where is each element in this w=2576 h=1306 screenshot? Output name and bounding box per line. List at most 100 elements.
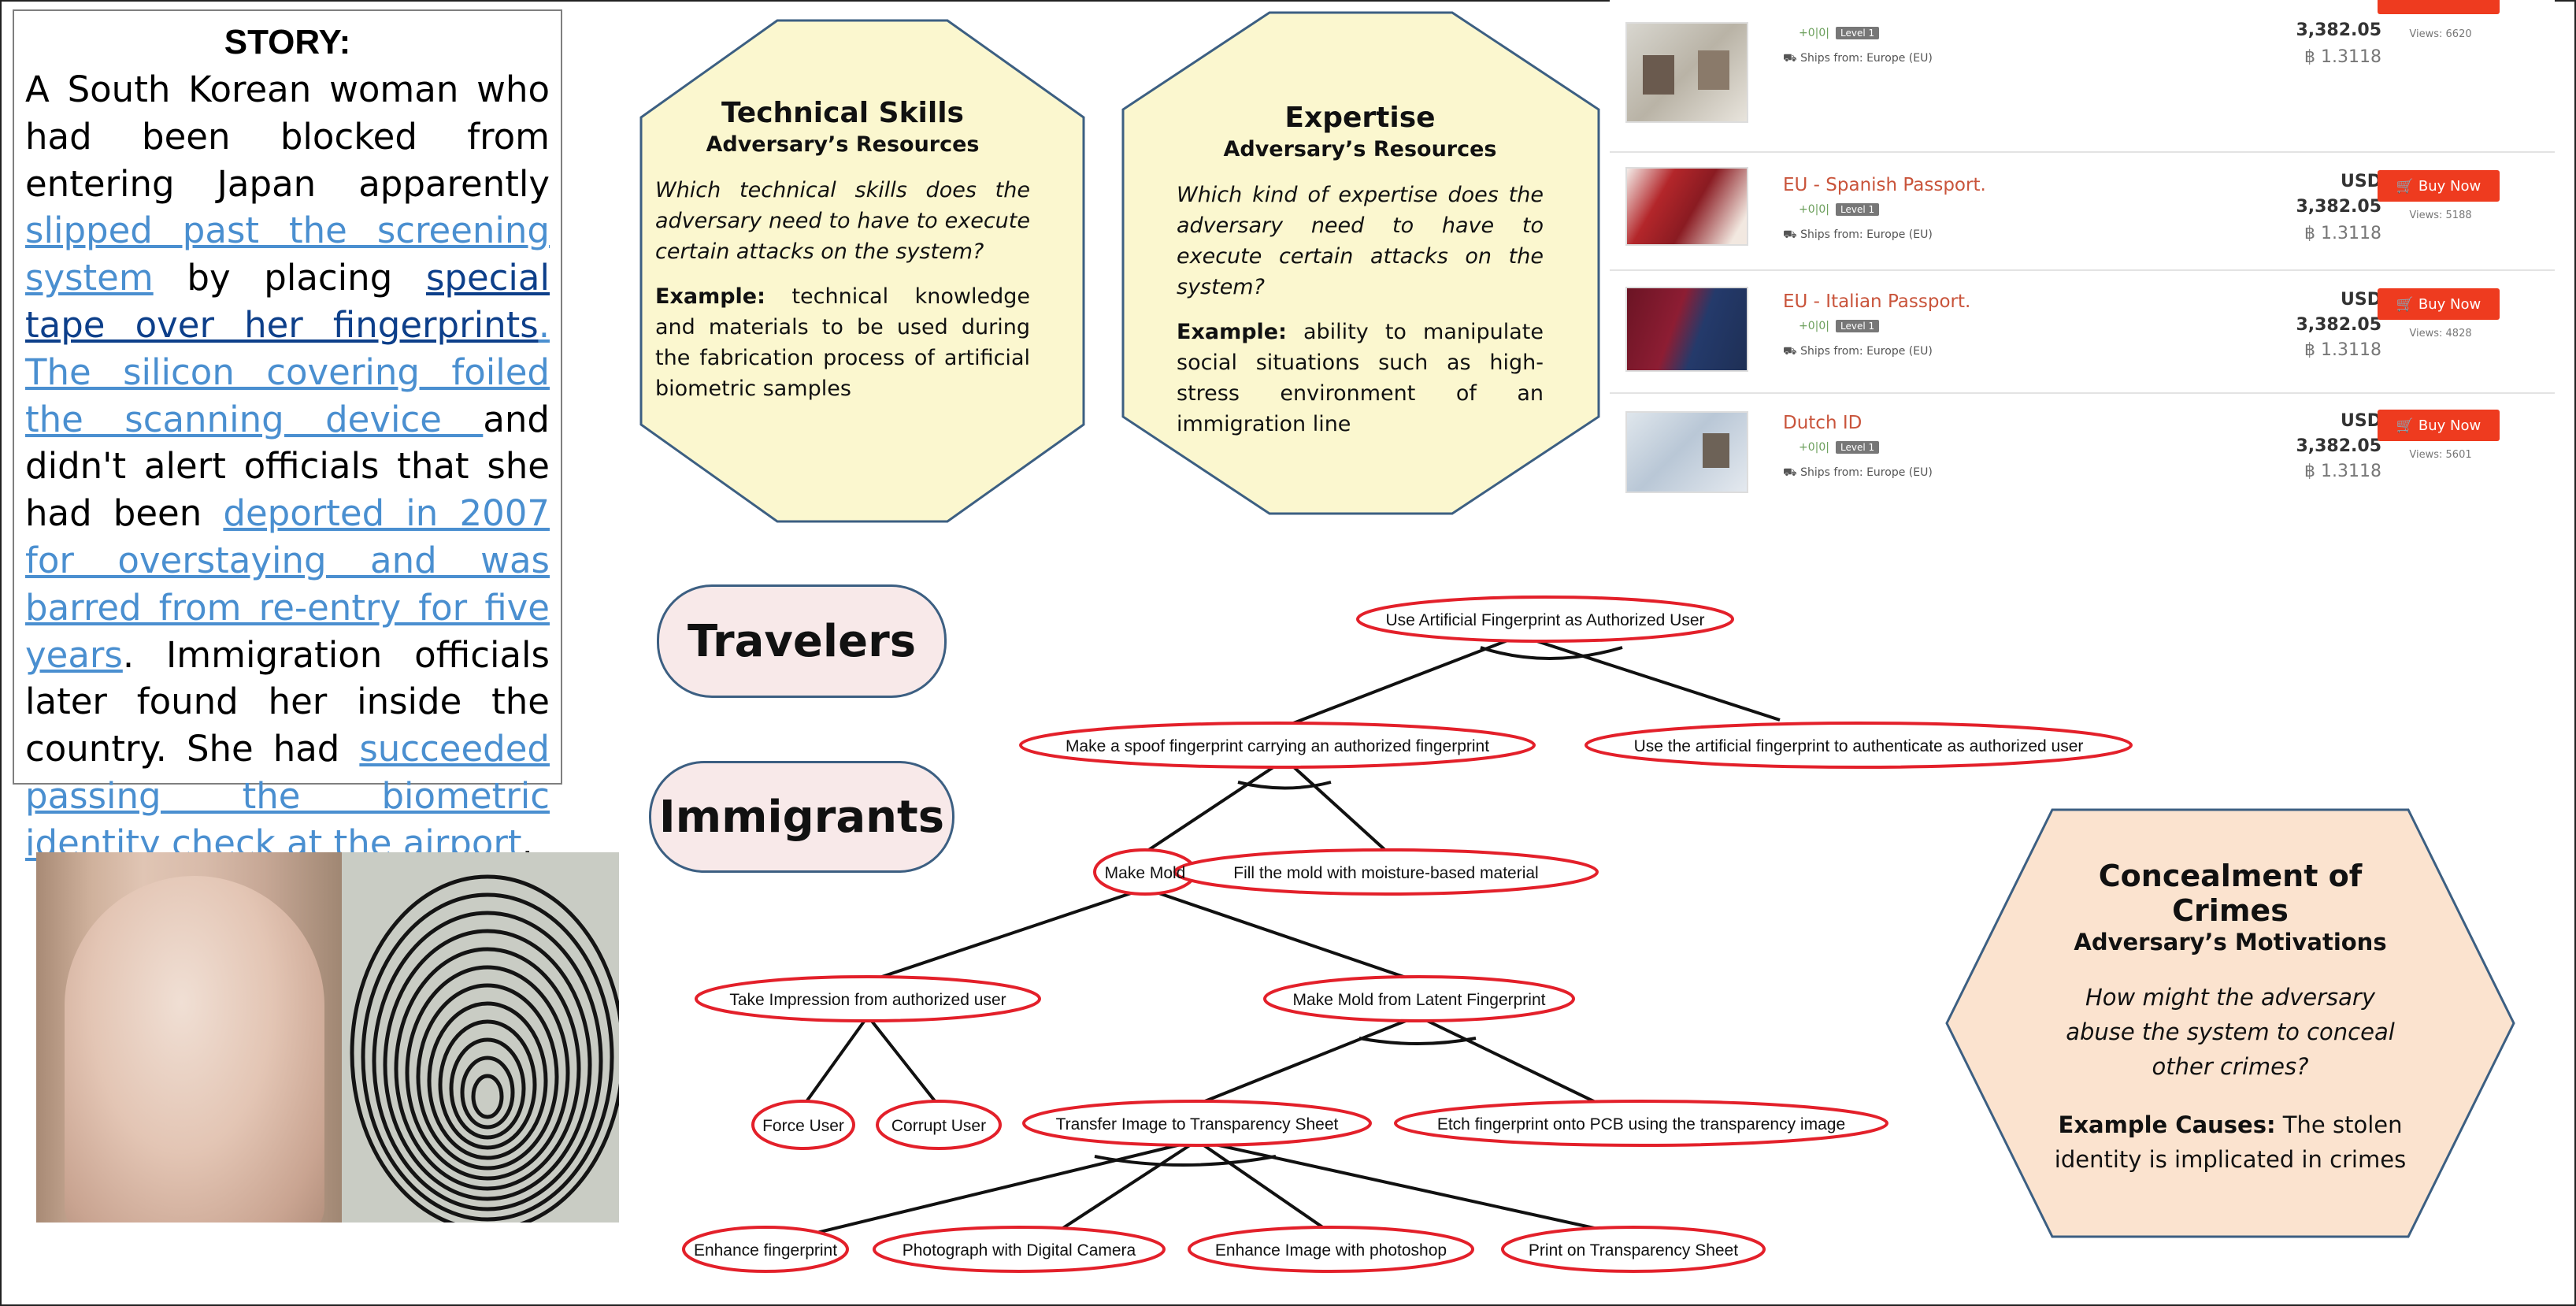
story-text-3: and didn't alert officials that she had …	[25, 398, 550, 535]
listing-price: 3,382.05	[2296, 197, 2381, 217]
node-latent-label: Make Mold from Latent Fingerprint	[1293, 991, 1546, 1009]
listing-rating: +0|0|Level 1	[1799, 441, 1880, 454]
node-force-label: Force User	[762, 1117, 844, 1135]
concealment-example: Example Causes: The stolen identity is i…	[2048, 1108, 2413, 1177]
node-root-label: Use Artificial Fingerprint as Authorized…	[1386, 611, 1705, 629]
technical-skills-example-text: technical knowledge and materials to be …	[655, 284, 1030, 401]
level-badge: Level 1	[1835, 203, 1880, 216]
node-fill	[1173, 848, 1599, 896]
node-etch-label: Etch fingerprint onto PCB using the tran…	[1437, 1115, 1845, 1133]
story-text-2: by placing	[153, 257, 426, 299]
expertise-example: Example: ability to manipulate social si…	[1177, 317, 1544, 440]
node-etch	[1394, 1100, 1888, 1147]
truck-icon: ⛟	[1783, 228, 1801, 241]
fingerprint-image	[350, 874, 619, 1223]
listing-currency: USD	[2341, 290, 2381, 310]
concealment-example-text: The stolen identity is implicated in cri…	[2054, 1111, 2407, 1173]
listing-thumbnail[interactable]	[1625, 287, 1748, 372]
listing-row[interactable]: EU - Italian Passport. +0|0|Level 1 ⛟ Sh…	[1610, 269, 2555, 394]
concealment-title: Concealment of Crimes	[2098, 859, 2363, 928]
buy-now-button[interactable]: 🛒 Buy Now	[2378, 170, 2500, 202]
listing-currency: USD	[2341, 411, 2381, 431]
story-text-4: . Immigration officials later found her …	[25, 633, 550, 770]
listing-rating: +0|0|Level 1	[1799, 203, 1880, 216]
node-use-art	[1585, 722, 2133, 769]
story-title: STORY:	[224, 23, 351, 61]
story-text-1: A South Korean woman who had been blocke…	[25, 69, 550, 205]
listing-views: Views: 6620	[2409, 28, 2472, 40]
listing-thumbnail[interactable]	[1625, 22, 1748, 123]
node-photo-label: Photograph with Digital Camera	[903, 1241, 1136, 1260]
node-print-label: Print on Transparency Sheet	[1529, 1241, 1738, 1260]
listing-thumbnail[interactable]	[1625, 167, 1748, 246]
truck-icon: ⛟	[1783, 52, 1801, 65]
listing-views: Views: 5188	[2409, 210, 2472, 221]
listing-price: 3,382.05	[2296, 315, 2381, 335]
buy-now-button[interactable]: 🛒 Buy Now	[2378, 288, 2500, 320]
tree-edges	[799, 634, 1781, 1238]
node-fill-label: Fill the mold with moisture-based materi…	[1233, 864, 1538, 882]
expertise-subtitle: Adversary’s Resources	[1223, 137, 1497, 161]
listing-thumbnail[interactable]	[1625, 411, 1748, 493]
fingertip-photo	[36, 852, 342, 1223]
expertise-content: Expertise Adversary’s Resources Which ki…	[1177, 101, 1544, 440]
listing-views: Views: 5601	[2409, 449, 2472, 461]
story-box: STORY: A South Korean woman who had been…	[13, 9, 562, 864]
node-force	[751, 1100, 855, 1150]
node-photo	[873, 1226, 1166, 1273]
listing-ship: ⛟ Ships from: Europe (EU)	[1783, 228, 1933, 241]
listing-title[interactable]: EU - Italian Passport.	[1783, 291, 1971, 312]
node-print	[1501, 1226, 1766, 1273]
expertise-example-label: Example:	[1177, 320, 1287, 344]
level-badge: Level 1	[1835, 27, 1880, 39]
technical-skills-content: Technical Skills Adversary’s Resources W…	[655, 96, 1030, 404]
level-badge: Level 1	[1835, 441, 1880, 454]
concealment-shape	[1945, 808, 2515, 1238]
node-mold-label: Make Mold	[1105, 864, 1186, 882]
node-corrupt-label: Corrupt User	[891, 1117, 986, 1135]
story-link-deported[interactable]: deported in 2007 for overstaying and was…	[25, 492, 550, 676]
buy-now-button[interactable]: 🛒 Buy Now	[2378, 410, 2500, 441]
node-enhance-label: Enhance fingerprint	[694, 1241, 837, 1260]
listing-currency: USD	[2341, 172, 2381, 191]
listing-title[interactable]: Dutch ID	[1783, 413, 1863, 433]
listing-price: 3,382.05	[2296, 436, 2381, 456]
listing-title[interactable]: EU - Spanish Passport.	[1783, 175, 1986, 195]
listing-row[interactable]: EU - Spanish Passport. +0|0|Level 1 ⛟ Sh…	[1610, 151, 2555, 271]
listing-rating: +0|0|Level 1	[1799, 27, 1880, 39]
expertise-example-text: ability to manipulate social situations …	[1177, 320, 1544, 436]
technical-skills-title: Technical Skills	[721, 97, 964, 129]
story-link-slipped[interactable]: slipped past the screening system	[25, 210, 550, 299]
node-spoof	[1019, 722, 1536, 769]
level-badge: Level 1	[1835, 320, 1880, 332]
node-photoshop-label: Enhance Image with photoshop	[1215, 1241, 1447, 1260]
buy-now-button[interactable]	[2378, 0, 2500, 14]
listing-btc: ฿ 1.3118	[2304, 462, 2381, 481]
node-corrupt	[876, 1100, 1002, 1150]
technical-skills-shape	[639, 19, 1085, 523]
tree-labels: Use Artificial Fingerprint as Authorized…	[694, 611, 2083, 1260]
story-link-silicon[interactable]: . The silicon covering foiled the scanni…	[25, 303, 550, 440]
story-link-tape[interactable]: special tape over her fingerprints	[25, 257, 550, 346]
concealment-example-label: Example Causes:	[2058, 1111, 2276, 1138]
technical-skills-example-label: Example:	[655, 284, 765, 309]
truck-icon: ⛟	[1783, 466, 1801, 479]
technical-skills-example: Example: technical knowledge and materia…	[655, 281, 1030, 404]
listing-row[interactable]: Dutch ID +0|0|Level 1 ⛟ Ships from: Euro…	[1610, 392, 2555, 510]
listing-ship: ⛟ Ships from: Europe (EU)	[1783, 345, 1933, 358]
expertise-title: Expertise	[1284, 102, 1436, 134]
listing-row[interactable]: +0|0|Level 1 ⛟ Ships from: Europe (EU) 3…	[1610, 0, 2555, 153]
listing-ship: ⛟ Ships from: Europe (EU)	[1783, 52, 1933, 65]
truck-icon: ⛟	[1783, 345, 1801, 358]
node-transfer-label: Transfer Image to Transparency Sheet	[1056, 1115, 1339, 1133]
technical-skills-question: Which technical skills does the adversar…	[655, 178, 1030, 264]
marketplace-listing: +0|0|Level 1 ⛟ Ships from: Europe (EU) 3…	[1610, 0, 2555, 512]
listing-rating: +0|0|Level 1	[1799, 320, 1880, 332]
concealment-content: Concealment of Crimes Adversary’s Motiva…	[2048, 859, 2413, 1177]
node-spoof-label: Make a spoof fingerprint carrying an aut…	[1066, 737, 1489, 755]
node-enhance	[682, 1226, 849, 1273]
node-impression-label: Take Impression from authorized user	[729, 991, 1006, 1009]
expertise-shape	[1121, 11, 1600, 515]
node-photoshop	[1188, 1226, 1474, 1273]
